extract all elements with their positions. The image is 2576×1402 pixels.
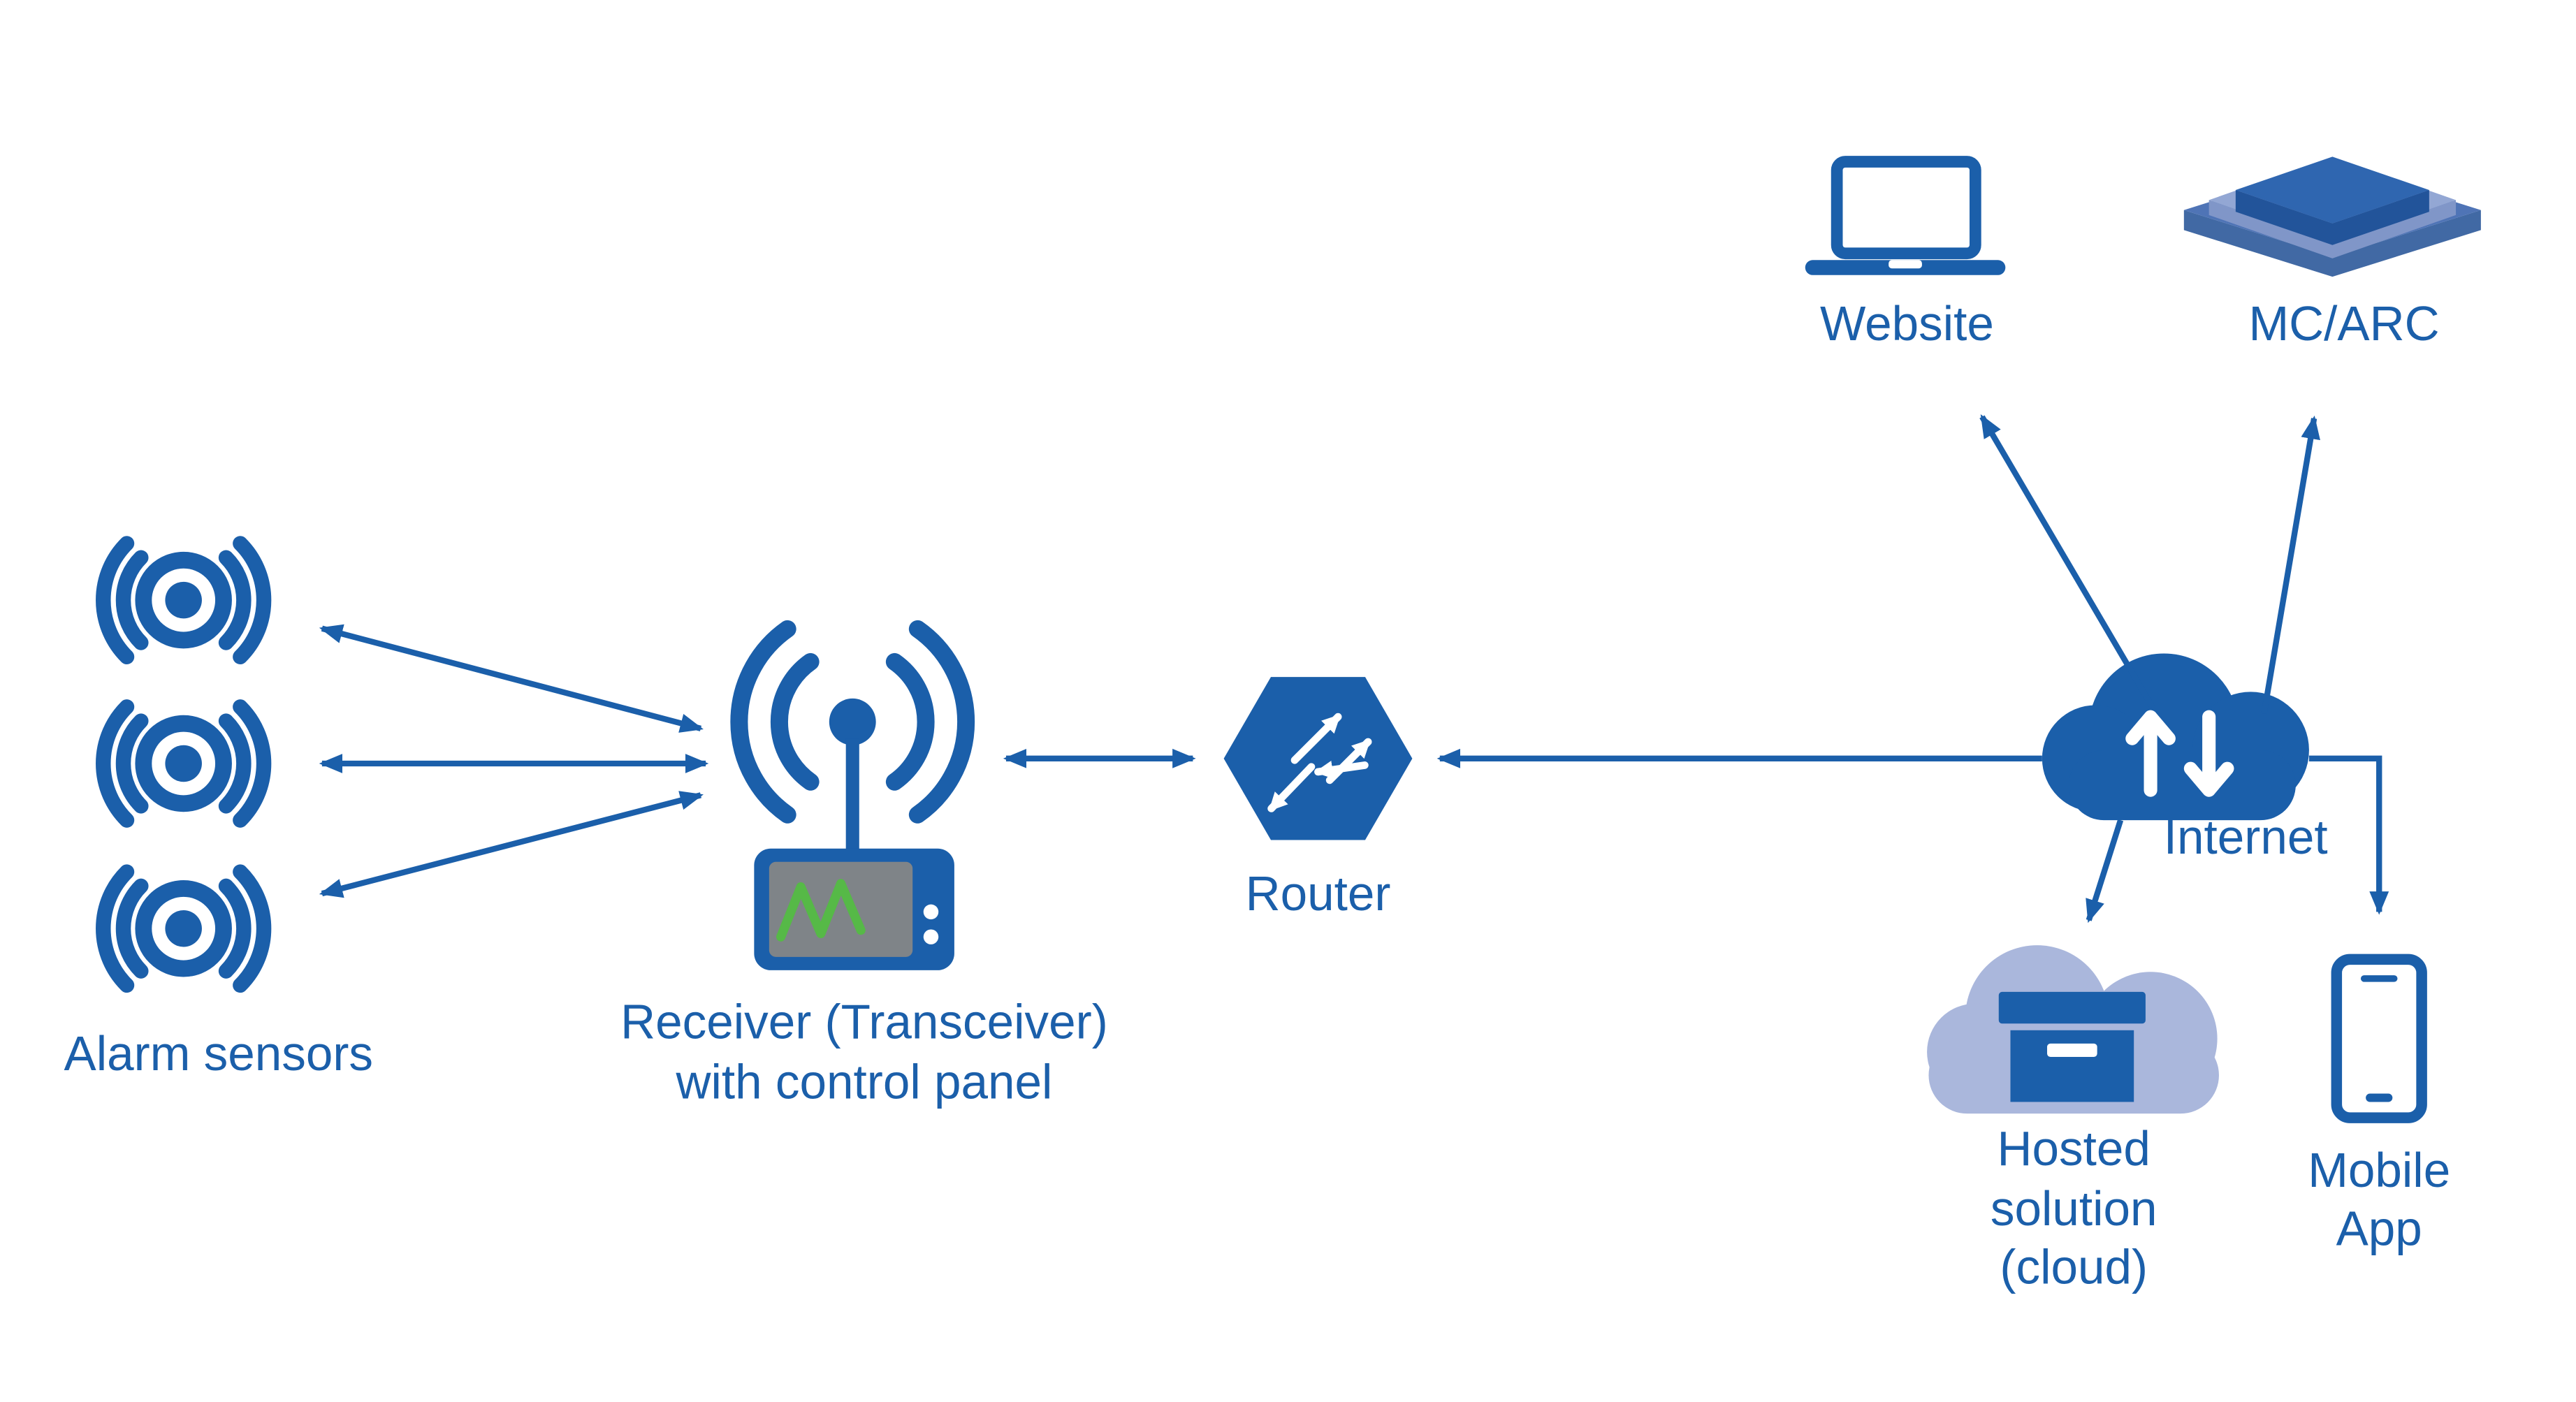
router-arrows	[1267, 713, 1372, 812]
hosted-solution-label-line3: (cloud)	[2000, 1240, 2148, 1294]
router-label: Router	[1246, 866, 1391, 921]
connection-internet-mobile	[2308, 755, 2389, 915]
receiver-label-line1: Receiver (Transceiver)	[620, 995, 1108, 1049]
layer-stack-icon	[2183, 156, 2481, 277]
box-body	[2010, 1030, 2134, 1102]
node-website: Website	[1805, 156, 2006, 351]
mobile-app-label-line2: App	[2336, 1202, 2422, 1256]
node-internet: Internet	[2042, 653, 2328, 864]
box-slot	[2047, 1043, 2097, 1058]
receiver-label-line2: with control panel	[676, 1055, 1053, 1109]
box-lid	[1998, 991, 2146, 1024]
connections	[319, 414, 2389, 923]
node-hosted-solution: Hosted solution (cloud)	[1927, 945, 2219, 1294]
alarm-sensors-label: Alarm sensors	[64, 1026, 373, 1081]
alarm-sensor-icon	[103, 872, 264, 985]
website-label: Website	[1820, 296, 1994, 351]
cloud-box-icon	[1927, 945, 2219, 1114]
connection-internet-mcarc	[2261, 415, 2320, 715]
node-mobile-app: Mobile App	[2308, 954, 2450, 1256]
alarm-sensor-icon	[103, 543, 264, 657]
mc-arc-label: MC/ARC	[2249, 296, 2440, 351]
laptop-icon	[1805, 156, 2006, 275]
node-alarm-sensors: Alarm sensors	[64, 543, 373, 1081]
alarm-sensor-icon	[103, 707, 264, 820]
internet-label: Internet	[2164, 810, 2328, 864]
mobile-app-label-line1: Mobile	[2308, 1143, 2450, 1197]
cloud-updown-icon	[2042, 653, 2309, 821]
node-router: Router	[1223, 677, 1413, 921]
waveform-graph	[776, 879, 866, 942]
connection-internet-website	[1979, 414, 2155, 708]
smartphone-icon	[2331, 954, 2427, 1123]
hosted-solution-label-line1: Hosted	[1998, 1121, 2151, 1176]
antenna-control-panel-icon	[730, 620, 975, 970]
hosted-solution-label-line2: solution	[1991, 1181, 2157, 1236]
connection-receiver-sensor-3	[319, 791, 704, 898]
node-receiver: Receiver (Transceiver) with control pane…	[620, 620, 1108, 1109]
panel-button	[923, 904, 939, 920]
router-hexagon-icon	[1223, 677, 1413, 840]
panel-button	[923, 929, 939, 944]
node-mc-arc: MC/ARC	[2183, 156, 2481, 351]
connection-internet-hosted	[2086, 819, 2124, 923]
connection-receiver-sensor-1	[319, 624, 704, 733]
